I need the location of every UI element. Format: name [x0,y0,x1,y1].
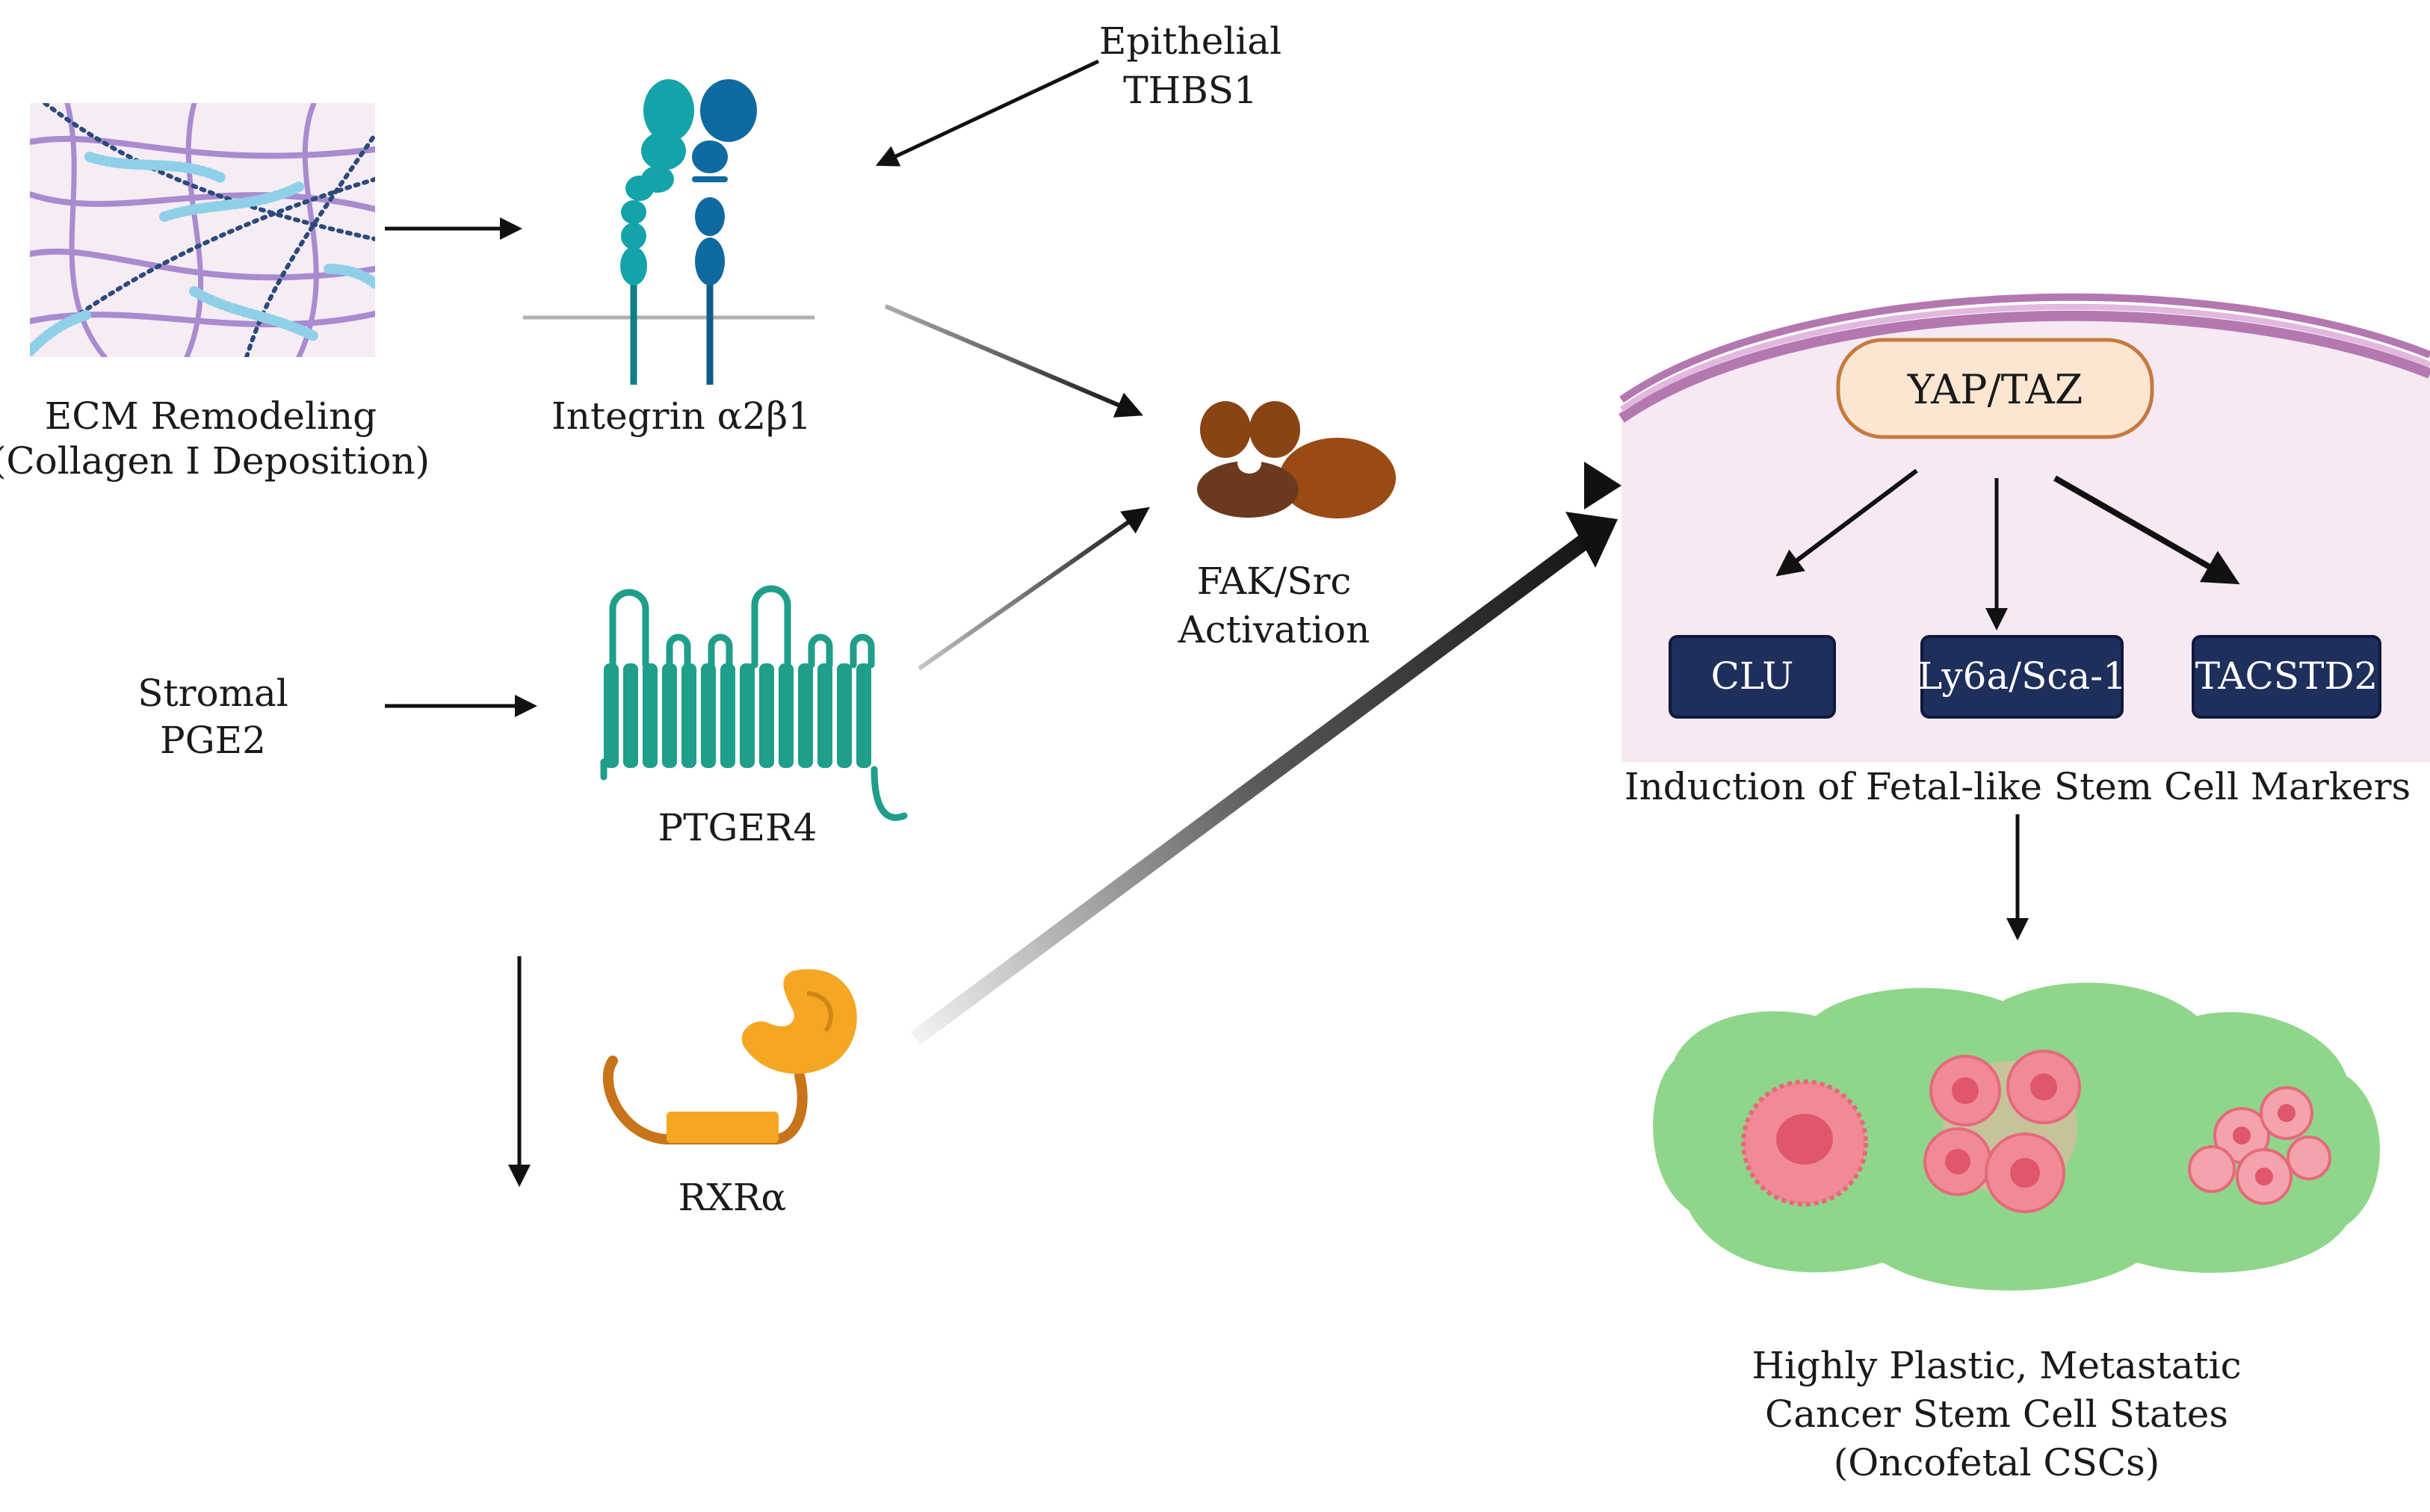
ecm-label-line2: (Collagen I Deposition) [0,439,430,483]
arrow-integrin-to-fak [884,304,1143,418]
marker-box-clu: CLU [1669,635,1836,719]
arrow-yap-to-tacstd2 [2053,475,2240,585]
gpcr-helix-bundle [604,663,871,768]
markers-caption: Induction of Fetal-like Stem Cell Marker… [1624,765,2411,808]
integrin-label: Integrin α2β1 [551,394,811,438]
csc-label-line1: Highly Plastic, Metastatic [1752,1344,2241,1387]
marker-box-tacstd2: TACSTD2 [2192,635,2381,719]
marker-label-clu: CLU [1711,654,1794,698]
arrow-ptger4-to-fak [918,506,1150,671]
rxra-label: RXRα [678,1176,787,1219]
arrow-rxra-to-yap-shaft [910,535,1589,1045]
pge2-label-line2: PGE2 [160,719,266,762]
gpcr-receptor-icon [600,585,908,821]
kinase-complex-icon [1197,401,1396,518]
arrow-yap-to-clu [1775,468,1918,577]
integrin-receptor-icon [523,79,814,385]
yap-taz-node [1836,338,2154,439]
pge2-label-line1: Stromal [137,672,288,715]
arrow-thbs1-to-integrin [875,59,1100,167]
marker-label-ly6a: Ly6a/Sca-1 [1917,654,2127,698]
arrow-fak-to-yap-head [1584,462,1621,509]
collagen-fibers-icon [30,103,375,357]
ptger4-label: PTGER4 [658,806,817,849]
yap-taz-label: YAP/TAZ [1907,366,2083,413]
cancer-cell-cluster-icon [1653,982,2380,1291]
nuclear-receptor-icon [602,969,857,1144]
fak-label-line1: FAK/Src [1197,560,1352,603]
csc-label-line2: Cancer Stem Cell States [1765,1392,2228,1436]
thbs1-label-line2: THBS1 [1123,69,1258,112]
fak-label-line2: Activation [1178,608,1370,651]
arrow-rxra-to-yap-head [1565,512,1618,568]
marker-box-ly6a: Ly6a/Sca-1 [1917,635,2127,719]
marker-label-tacstd2: TACSTD2 [2195,654,2378,698]
csc-label-line3: (Oncofetal CSCs) [1834,1441,2160,1484]
thbs1-label-line1: Epithelial [1099,19,1282,63]
ecm-label-line1: ECM Remodeling [45,394,377,438]
